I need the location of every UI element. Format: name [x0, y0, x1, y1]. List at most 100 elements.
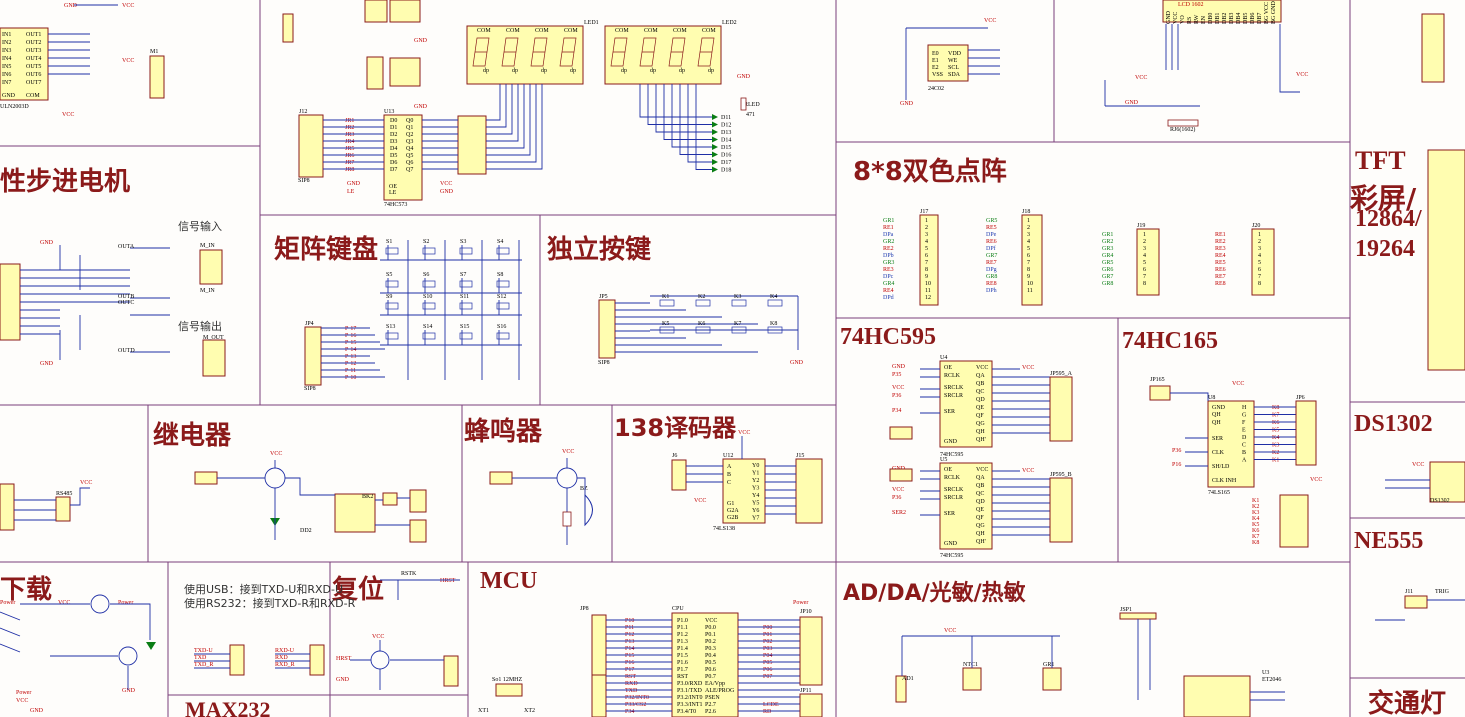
uln-in-pin: IN2 [2, 40, 11, 46]
hc595-right-pin: QF [976, 515, 984, 521]
indep-key [767, 326, 783, 334]
hc573-le: LE [389, 190, 397, 196]
dot-left-pin: 11 [925, 288, 931, 294]
hc595-left-pin: OE [944, 365, 952, 371]
ds1302-vcc: VCC [1412, 462, 1424, 468]
rs485-block: RS485 VCC [0, 480, 92, 531]
title-independent-keys: 独立按键 [547, 234, 651, 265]
uln-in-pin: IN6 [2, 72, 11, 78]
stepper-out-net: OUTB [118, 294, 134, 300]
jp595-2 [889, 468, 913, 482]
txd-net: TXD [194, 655, 207, 661]
hc595-net: P35 [892, 372, 901, 378]
re-pin: 1 [1258, 232, 1261, 238]
matrix-key-label: S15 [460, 324, 469, 330]
dot-left-net: DPd [883, 295, 894, 301]
note-usb: 使用USB：接到TXD-U和RXD-U [184, 583, 343, 596]
hc573-d-pin: D4 [390, 146, 397, 152]
hc573-d-pin: D6 [390, 160, 397, 166]
jr-mid [389, 57, 421, 87]
rxd-net: RXD_R [275, 662, 295, 668]
hc165-rp-net: K5 [1252, 522, 1259, 528]
led-bar-segment [712, 144, 718, 150]
hc573-d-pin: D2 [390, 132, 397, 138]
dl-gnd: GND [122, 688, 136, 694]
matrix-key [385, 332, 399, 340]
rstk-label: RSTK [401, 571, 417, 577]
j17-label: J17 [920, 209, 928, 215]
hc165-left-pin: CLK [1212, 450, 1225, 456]
digit-com: COM [702, 28, 716, 34]
hc595-right-pin: QA [976, 373, 985, 379]
hc595-right-pin: QH [976, 531, 985, 537]
u12-label: U12 [723, 453, 733, 459]
p1-pin-label: P-17 [345, 326, 356, 332]
lcd-pin-label: GND [1166, 10, 1172, 24]
digit-segment [559, 37, 577, 67]
lcd-vcc: VCC [1135, 75, 1147, 81]
ls165-label: 74LS165 [1208, 490, 1230, 496]
p1-pin-label: P-15 [345, 340, 356, 346]
jp595b-label: JP595_B [1050, 472, 1072, 478]
reset-block: RSTK HRST VCC HRST GND [336, 571, 460, 690]
relay-block: VCC BK2 DD2 [194, 451, 427, 543]
indep-key [695, 299, 711, 307]
stepper-gnd2: GND [40, 361, 54, 367]
cpu-left-net: P13 [625, 639, 634, 645]
indep-key-label: K5 [662, 321, 669, 327]
uln-in-pin: IN5 [2, 64, 11, 70]
hc595-block: U4 74HC595 U5 74HC595 OERCLKSRCLKSRCLRSE… [889, 355, 1073, 559]
digit-segment [668, 37, 686, 67]
dl-transistor2 [118, 646, 138, 666]
digit-com: COM [644, 28, 658, 34]
cpu-right-pin: P2.6 [705, 709, 716, 715]
buzzer-icon [584, 493, 593, 527]
lcd-vcc2: VCC [1296, 72, 1308, 78]
ds1302-block: DS1302 VCC [1385, 461, 1465, 504]
stepper-gnd: GND [40, 240, 54, 246]
cpu-right-net: P06 [763, 667, 772, 673]
lcd-pin-label: EN [1201, 15, 1207, 24]
latch-wires [323, 84, 712, 170]
download-block: Power VCC Power GND GND Power VCC [0, 594, 156, 714]
hc165-k-net: K1 [1272, 458, 1279, 464]
matrix-key-label: S9 [386, 294, 392, 300]
re-pin: 5 [1258, 260, 1261, 266]
indep-key-label: K2 [698, 294, 705, 300]
decoder-vcc: VCC [738, 430, 750, 436]
dot-right-net: RE6 [986, 239, 997, 245]
lcd-pin-label: DB5 [1243, 13, 1249, 24]
cpu-left-net: RST [625, 674, 636, 680]
j19-label: J19 [1137, 223, 1145, 229]
c24-chip [927, 44, 969, 82]
uln-in-pin: IN1 [2, 32, 11, 38]
matrix-key-label: S2 [423, 239, 429, 245]
title-decoder: 138译码器 [614, 414, 737, 442]
hc595-left-pin: GND [944, 439, 958, 445]
title-tft-2: 彩屏/ [1350, 182, 1417, 215]
cpu-left-net: TXD [625, 688, 638, 694]
matrix-key [459, 280, 473, 288]
dot-left-net: RE2 [883, 246, 894, 252]
rp20 [457, 115, 487, 175]
title-stepper: 性步进电机 [0, 166, 130, 197]
hc573-d-pin: D3 [390, 139, 397, 145]
lcd-connector [1162, 0, 1282, 23]
re-net: RE6 [1215, 267, 1226, 273]
relay-transistor [264, 467, 286, 489]
m-in-label: M_IN [200, 243, 215, 249]
cpu-left-pin: P3.0/RXD [677, 681, 703, 687]
title-ne555: NE555 [1354, 528, 1423, 554]
gr-net: GR1 [1102, 232, 1113, 238]
dl-gnd2: GND [30, 708, 44, 714]
rled-label: RLED [744, 102, 760, 108]
hc595-net-b: P36 [892, 495, 901, 501]
indep-key-label: K4 [770, 294, 777, 300]
matrix-key [496, 332, 510, 340]
title-traffic: 交通灯 [1368, 688, 1446, 717]
hc573-jr-net: JR7 [345, 160, 354, 166]
